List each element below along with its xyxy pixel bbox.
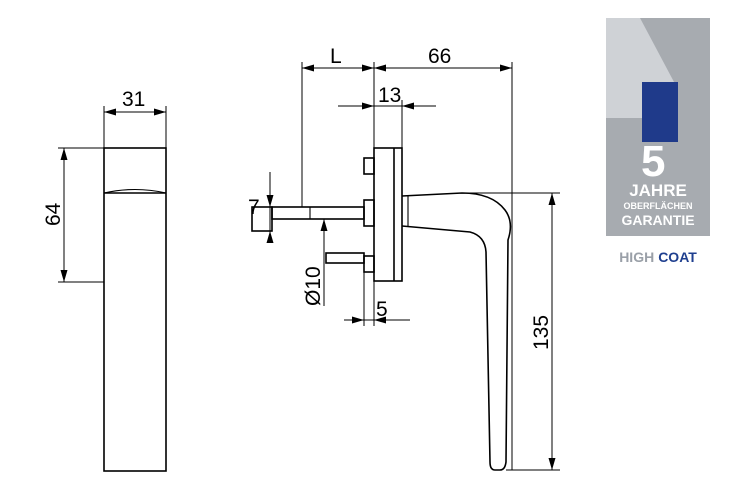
dim-5-arrow-left <box>352 316 364 324</box>
badge-brand: HIGH COAT <box>619 249 697 266</box>
dim-66-arrow-left <box>374 64 386 72</box>
badge-navy-notch <box>642 118 660 142</box>
front-view: 31 64 <box>42 88 167 472</box>
dim-135-arrow-bottom <box>548 458 556 470</box>
dim-5-label: 5 <box>376 298 388 321</box>
dim-l-arrow-left <box>302 64 314 72</box>
dim-64-label: 64 <box>42 202 65 226</box>
high-coat-badge: 5 JAHRE OBERFLÄCHEN GARANTIE HIGH COAT <box>606 18 710 266</box>
dim-66-label: 66 <box>428 45 451 68</box>
handle-lever <box>401 192 512 471</box>
side-view: L 66 13 7 Ø10 5 <box>248 45 560 471</box>
dim-31-arrow-right <box>154 108 166 116</box>
badge-garantie: GARANTIE <box>621 212 694 228</box>
dim-7-label: 7 <box>248 196 260 219</box>
badge-jahre: JAHRE <box>629 181 687 200</box>
badge-number: 5 <box>641 137 665 186</box>
dim-31-arrow-left <box>104 108 116 116</box>
screw-boss-top <box>363 157 375 175</box>
dim-d10-arrow <box>320 219 328 231</box>
dim-66-arrow-right <box>500 64 512 72</box>
dim-d10-label: Ø10 <box>302 266 325 306</box>
rosette-plate <box>373 147 403 282</box>
spindle <box>271 206 365 220</box>
dim-7-arrow-bottom <box>266 231 274 243</box>
dim-31-label: 31 <box>122 88 145 111</box>
dim-13-arrow-right <box>402 102 414 110</box>
screw-pin <box>325 252 365 264</box>
dim-13-label: 13 <box>378 84 401 107</box>
brand-coat: COAT <box>658 249 697 265</box>
front-grip-curve <box>103 188 167 194</box>
dim-l-arrow-right <box>362 64 374 72</box>
dim-135-arrow-top <box>548 193 556 205</box>
brand-high: HIGH <box>619 249 654 265</box>
screw-boss-mid <box>363 199 375 227</box>
dim-135-label: 135 <box>530 315 553 350</box>
dim-64-arrow-top <box>60 148 68 160</box>
dim-5-arrow-right <box>374 316 386 324</box>
dim-64-arrow-bottom <box>60 270 68 282</box>
dim-l-label: L <box>330 45 342 68</box>
screw-boss-bottom <box>363 255 375 273</box>
front-handle-body <box>103 147 167 472</box>
dim-7-arrow-top <box>266 195 274 207</box>
dim-13-arrow-left <box>362 102 374 110</box>
badge-oberflaechen: OBERFLÄCHEN <box>624 201 693 211</box>
